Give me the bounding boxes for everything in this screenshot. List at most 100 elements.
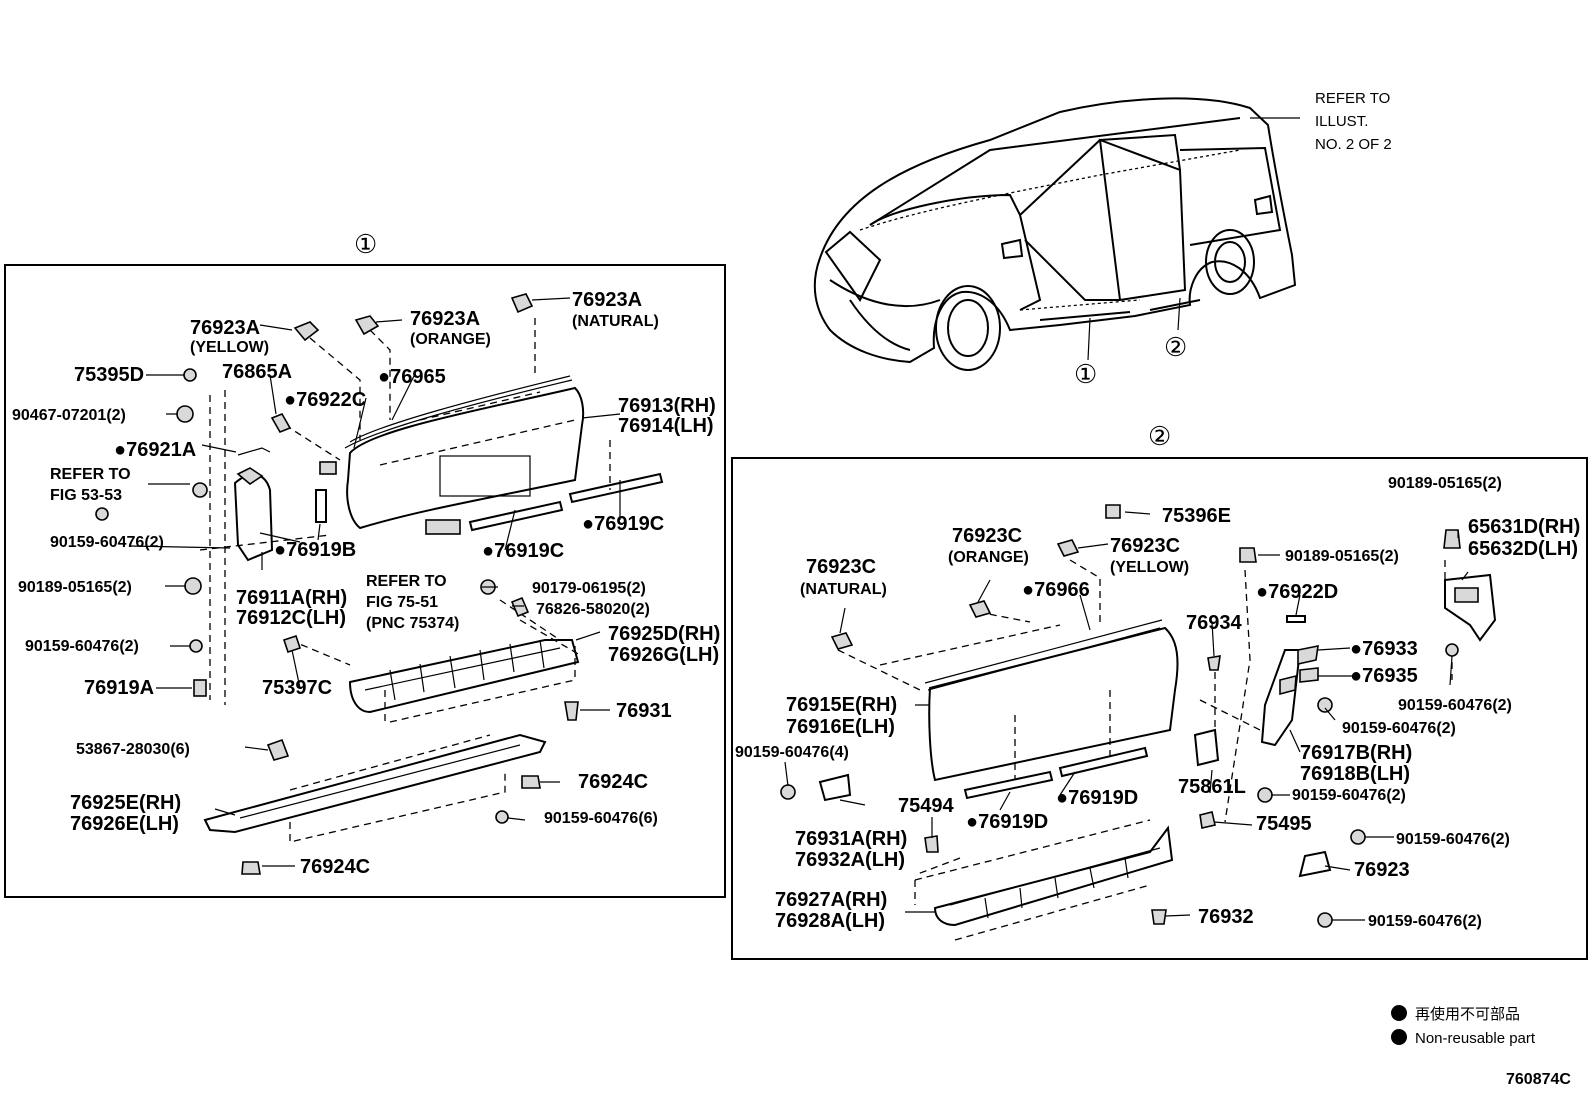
label-75494: 75494	[898, 795, 954, 817]
tape-76919D-a	[963, 770, 1054, 800]
bracket-75861L	[1193, 728, 1220, 767]
bolt-90159-c2	[780, 784, 796, 800]
rocker-molding-rear	[928, 626, 1179, 782]
bolt-90159-c	[495, 810, 509, 824]
label-76924C-b: 76924C	[300, 856, 370, 878]
label-76924C-a: 76924C	[578, 771, 648, 793]
label-refer-fig75-1: REFER TO	[366, 573, 447, 590]
bolt-90159-d2	[1257, 787, 1273, 803]
label-90189-a: 90189-05165(2)	[1388, 475, 1502, 492]
label-76913: 76913(RH)	[618, 395, 716, 417]
label-90159-d2: 90159-60476(2)	[1292, 787, 1406, 804]
label-75395D: 75395D	[74, 364, 144, 386]
label-refer-fig53-2: FIG 53-53	[50, 487, 122, 504]
label-76923A-orange: 76923A	[410, 308, 480, 330]
clip-75494	[924, 835, 939, 853]
clip-76923A-natural	[510, 293, 534, 314]
clip-90189-b	[1239, 547, 1257, 563]
label-90159-b: 90159-60476(2)	[25, 638, 139, 655]
lower-retainer-76927A	[933, 825, 1174, 927]
label-75861L: 75861L	[1178, 776, 1246, 798]
clip-90189	[184, 577, 202, 595]
pad-76922D	[1286, 615, 1306, 623]
quarter-filler	[233, 473, 274, 562]
emblem-fig75	[425, 519, 461, 535]
nut-fig53	[192, 482, 208, 498]
cap-76924C-a	[521, 775, 541, 789]
label-yellow-2: (YELLOW)	[1110, 559, 1189, 576]
label-76919A: 76919A	[84, 677, 154, 699]
label-76919C-a: ●76919C	[582, 513, 664, 535]
clip-76923A-orange	[354, 315, 380, 336]
label-90159-a2: 90159-60476(2)	[1342, 720, 1456, 737]
label-76922D: ●76922D	[1256, 581, 1338, 603]
label-76926G: 76926G(LH)	[608, 644, 719, 666]
label-76926E: 76926E(LH)	[70, 813, 179, 835]
label-76919D-b: ●76919D	[966, 811, 1048, 833]
label-orange-2: (ORANGE)	[948, 549, 1029, 566]
clip-75395D	[183, 368, 197, 382]
label-76923A-yellow: 76923A	[190, 317, 260, 339]
refer-top-line3: NO. 2 OF 2	[1315, 136, 1392, 153]
non-reusable-marker-icon	[1391, 1005, 1407, 1021]
label-76932A: 76932A(LH)	[795, 849, 905, 871]
label-90159-b2: 90159-60476(2)	[1398, 697, 1512, 714]
bolt-90159-a	[95, 507, 109, 521]
clip-76934	[1207, 655, 1221, 671]
clip-76865A	[270, 412, 292, 434]
vehicle-marker-two: ②	[1164, 332, 1187, 362]
panel-one-frame	[4, 264, 726, 898]
label-75396E: 75396E	[1162, 505, 1231, 527]
label-yellow: (YELLOW)	[190, 339, 269, 356]
label-natural: (NATURAL)	[572, 313, 659, 330]
label-76916E: 76916E(LH)	[786, 716, 895, 738]
bolt-90159-a2	[1317, 697, 1333, 713]
non-reusable-marker-icon	[1391, 1029, 1407, 1045]
panel-two-parts	[780, 504, 1497, 941]
clip-90189-a	[1443, 529, 1461, 549]
label-76927A: 76927A(RH)	[775, 889, 887, 911]
label-90189-b: 90189-05165(2)	[1285, 548, 1399, 565]
clip-76923C-natural	[830, 632, 854, 650]
label-90189: 90189-05165(2)	[18, 579, 132, 596]
panel-one-parts	[95, 293, 664, 875]
label-76928A: 76928A(LH)	[775, 910, 885, 932]
legend-jp: 再使用不可部品	[1415, 1006, 1520, 1023]
label-90159-f2: 90159-60476(2)	[1368, 913, 1482, 930]
label-76865A: 76865A	[222, 361, 292, 383]
clip-76923A-yellow	[293, 321, 320, 342]
tape-76919C-a	[468, 500, 564, 532]
bolt-90159-b	[189, 639, 203, 653]
clip-76826	[510, 596, 530, 618]
rocker-molding-front	[346, 386, 585, 530]
label-76933: ●76933	[1350, 638, 1418, 660]
panel-two-marker: ②	[1148, 421, 1171, 451]
clip-76931	[564, 701, 579, 721]
label-53867: 53867-28030(6)	[76, 741, 190, 758]
label-76912C: 76912C(LH)	[236, 607, 346, 629]
quarter-piece-76917B	[1260, 649, 1302, 747]
lower-retainer-76925D	[348, 639, 580, 714]
pad-76922C	[319, 461, 337, 475]
label-refer-fig53-1: REFER TO	[50, 466, 131, 483]
tape-76919C-b	[568, 472, 664, 504]
label-76932: 76932	[1198, 906, 1254, 928]
label-90159-c: 90159-60476(6)	[544, 810, 658, 827]
bracket-65631D	[1444, 573, 1497, 642]
pad-76935	[1299, 667, 1319, 683]
cap-76924C-b	[241, 861, 261, 875]
tape-76919D-b	[1058, 746, 1149, 778]
panel-two-frame	[731, 457, 1588, 960]
vehicle-illustration	[813, 97, 1300, 371]
label-76934: 76934	[1186, 612, 1242, 634]
illustration-code: 760874C	[1506, 1071, 1571, 1088]
label-76923C-natural: 76923C	[806, 556, 876, 578]
pad-76933	[1297, 644, 1319, 665]
label-76965: ●76965	[378, 366, 446, 388]
label-natural-2: (NATURAL)	[800, 581, 887, 598]
label-76966: ●76966	[1022, 579, 1090, 601]
label-orange: (ORANGE)	[410, 331, 491, 348]
bracket-76931A	[818, 773, 852, 802]
